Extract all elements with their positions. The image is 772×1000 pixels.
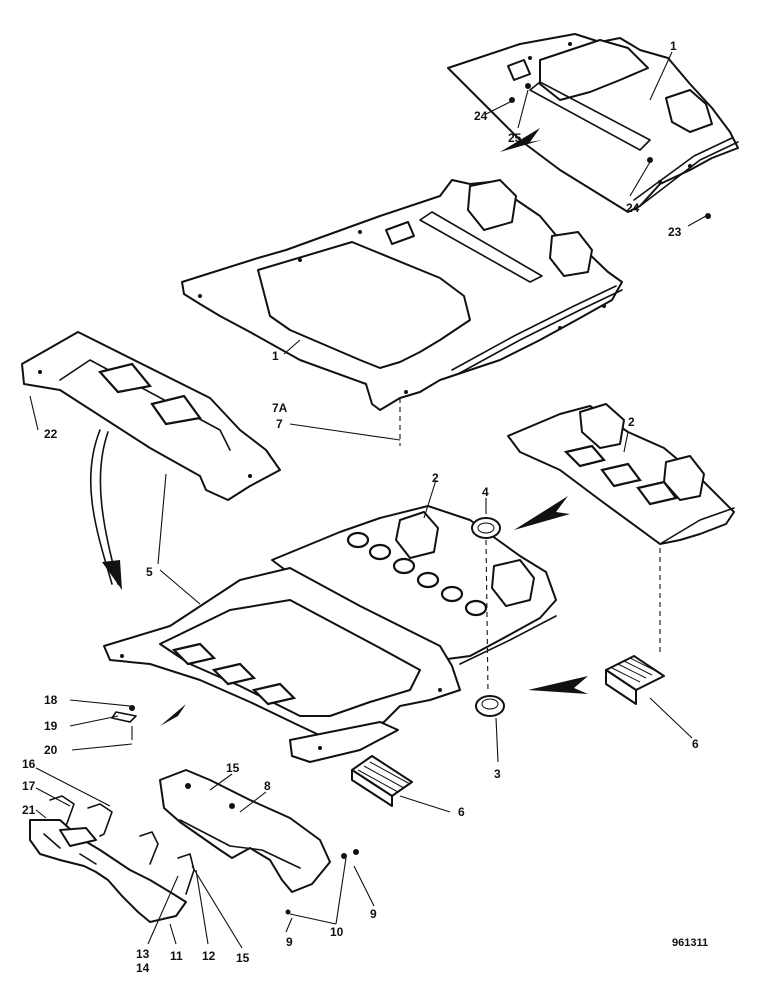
label-6b: 6 bbox=[458, 805, 465, 819]
label-13: 13 bbox=[136, 947, 150, 961]
main-floor-plate bbox=[181, 179, 623, 411]
label-1a: 1 bbox=[670, 39, 677, 53]
label-3: 3 bbox=[494, 767, 501, 781]
label-9b: 9 bbox=[286, 935, 293, 949]
label-15a: 15 bbox=[226, 761, 240, 775]
label-16: 16 bbox=[22, 757, 36, 771]
label-8: 8 bbox=[264, 779, 271, 793]
label-5: 5 bbox=[146, 565, 153, 579]
grommet-3 bbox=[475, 695, 505, 717]
left-cover-plate bbox=[21, 331, 281, 501]
grommet-4 bbox=[471, 517, 501, 539]
label-7: 7 bbox=[276, 417, 283, 431]
label-24b: 24 bbox=[626, 201, 640, 215]
pad-6-lower bbox=[351, 755, 413, 807]
label-24a: 24 bbox=[474, 109, 488, 123]
label-2b: 2 bbox=[432, 471, 439, 485]
label-17: 17 bbox=[22, 779, 36, 793]
label-4: 4 bbox=[482, 485, 489, 499]
label-25: 25 bbox=[508, 131, 522, 145]
label-15b: 15 bbox=[236, 951, 250, 965]
label-18: 18 bbox=[44, 693, 58, 707]
label-1b: 1 bbox=[272, 349, 279, 363]
label-6a: 6 bbox=[692, 737, 699, 751]
leader-lines bbox=[29, 51, 707, 949]
hardware bbox=[285, 83, 711, 915]
lower-floor-assembly bbox=[103, 505, 557, 763]
assembly-arrows bbox=[89, 128, 588, 726]
right-plate-2 bbox=[507, 403, 735, 545]
label-2a: 2 bbox=[628, 415, 635, 429]
part-labels: 1 24 25 24 23 1 22 7A 7 2 2 4 5 18 19 20… bbox=[22, 39, 708, 975]
label-21: 21 bbox=[22, 803, 36, 817]
label-20: 20 bbox=[44, 743, 58, 757]
label-22: 22 bbox=[44, 427, 58, 441]
drawing-reference: 961311 bbox=[672, 937, 708, 949]
label-23: 23 bbox=[668, 225, 682, 239]
label-10: 10 bbox=[330, 925, 344, 939]
guard-8 bbox=[159, 769, 331, 893]
label-11: 11 bbox=[170, 949, 183, 963]
label-19: 19 bbox=[44, 719, 58, 733]
label-12: 12 bbox=[202, 949, 216, 963]
pad-6-right bbox=[605, 655, 665, 705]
label-14: 14 bbox=[136, 961, 150, 975]
label-7a: 7A bbox=[272, 401, 288, 415]
label-9a: 9 bbox=[370, 907, 377, 921]
floor-plate-top-right bbox=[447, 33, 739, 213]
guard-21 bbox=[29, 819, 187, 923]
